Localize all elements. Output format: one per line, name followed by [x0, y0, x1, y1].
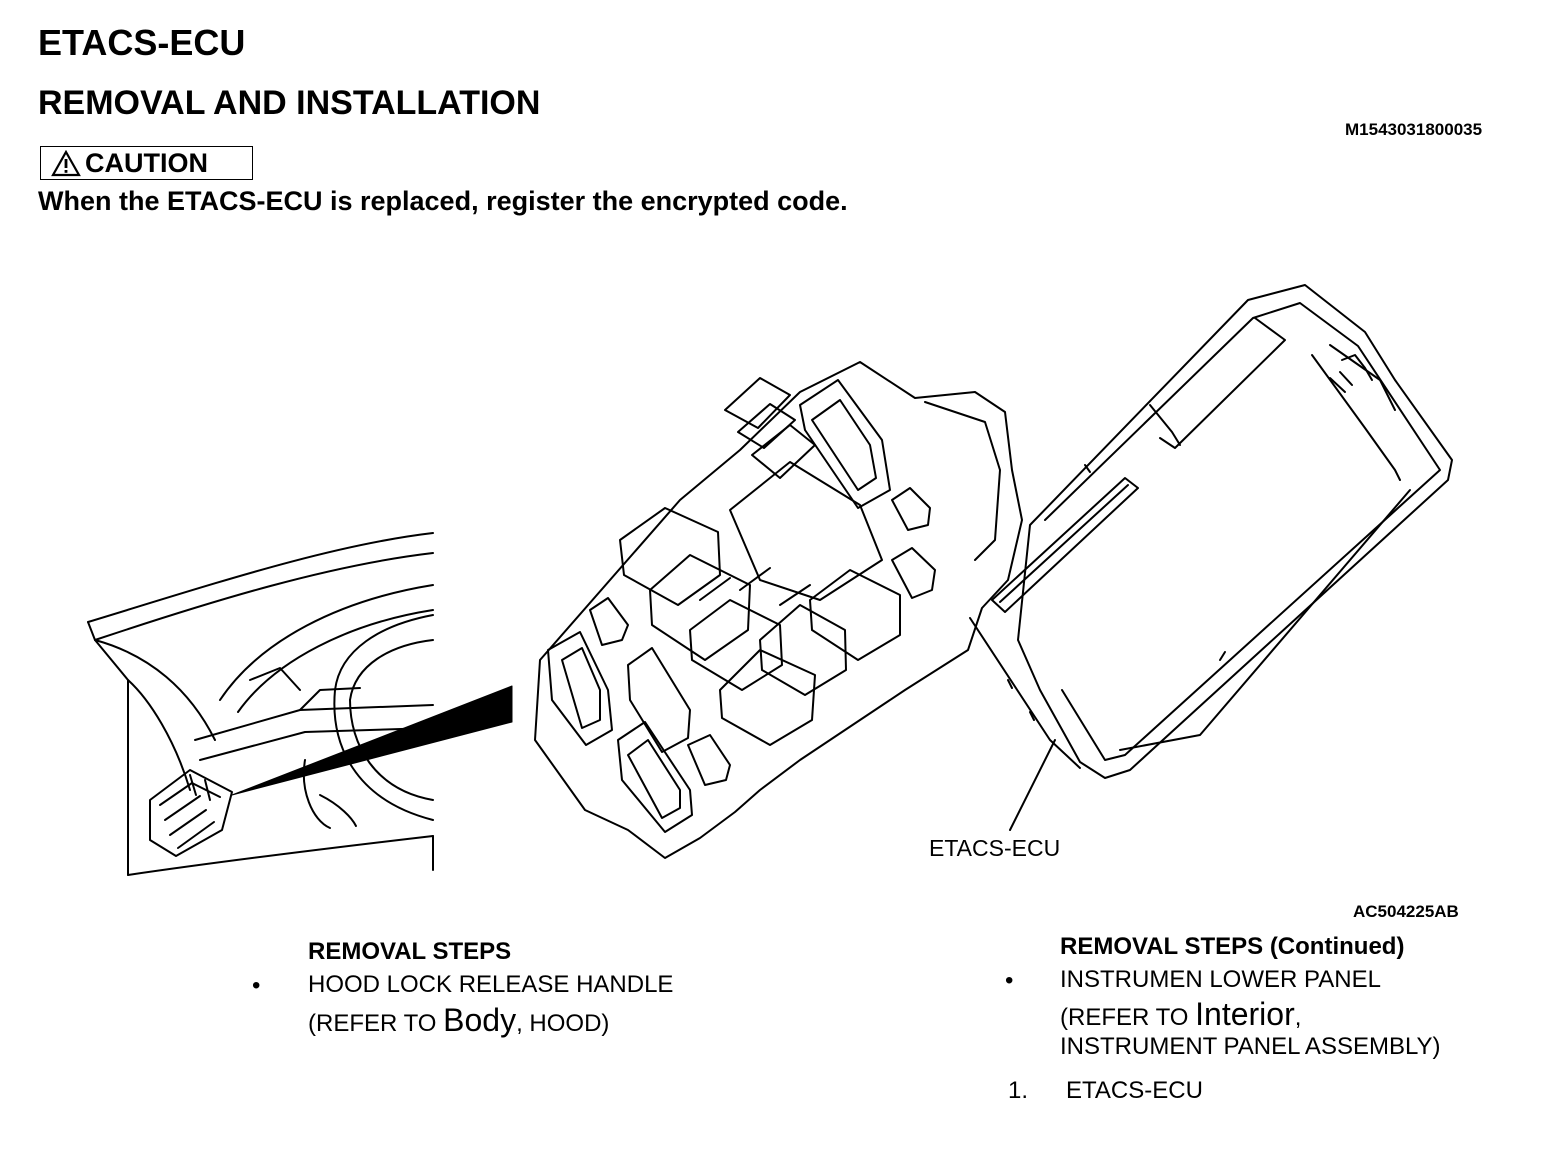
ref-prefix: (REFER TO	[1060, 1004, 1196, 1031]
page-subtitle: REMOVAL AND INSTALLATION	[38, 84, 541, 122]
warning-triangle-icon	[51, 149, 81, 176]
step-number: 1.	[1008, 1077, 1029, 1104]
callout-wedge	[231, 685, 513, 796]
document-id: M1543031800035	[1345, 120, 1483, 139]
ref-prefix: (REFER TO	[308, 1010, 444, 1037]
ref-group-body: Body	[443, 1002, 517, 1038]
etacs-ecu-module-drawing	[969, 284, 1453, 831]
figure-part-label: ETACS-ECU	[929, 835, 1061, 861]
ref-suffix: ,	[1294, 1004, 1302, 1031]
ref-suffix: , HOOD)	[516, 1010, 610, 1037]
caution-text: When the ETACS-ECU is replaced, register…	[38, 186, 848, 216]
step-reference-instrument-panel-assembly: INSTRUMENT PANEL ASSEMBLY)	[1060, 1033, 1441, 1060]
removal-steps-continued-heading: REMOVAL STEPS (Continued)	[1060, 933, 1405, 960]
step-instrument-lower-panel: INSTRUMEN LOWER PANEL	[1060, 966, 1381, 993]
caution-box: CAUTION	[40, 146, 253, 180]
step-hood-lock-release-handle: HOOD LOCK RELEASE HANDLE	[308, 971, 674, 998]
etacs-ecu-illustration	[87, 284, 1453, 876]
removal-steps-heading: REMOVAL STEPS	[308, 938, 512, 965]
bullet-icon: •	[1005, 967, 1014, 994]
caution-label: CAUTION	[85, 147, 208, 178]
step-reference-interior: (REFER TO Interior,	[1060, 996, 1301, 1033]
ref-group-interior: Interior	[1195, 996, 1295, 1032]
page-title: ETACS-ECU	[38, 22, 246, 63]
step-reference-body: (REFER TO Body, HOOD)	[308, 1002, 609, 1039]
junction-block-drawing	[534, 361, 1023, 859]
bullet-icon: •	[252, 972, 261, 999]
step-etacs-ecu: ETACS-ECU	[1066, 1077, 1203, 1104]
dashboard-inset-drawing	[87, 532, 434, 876]
figure-code: AC504225AB	[1353, 902, 1459, 921]
